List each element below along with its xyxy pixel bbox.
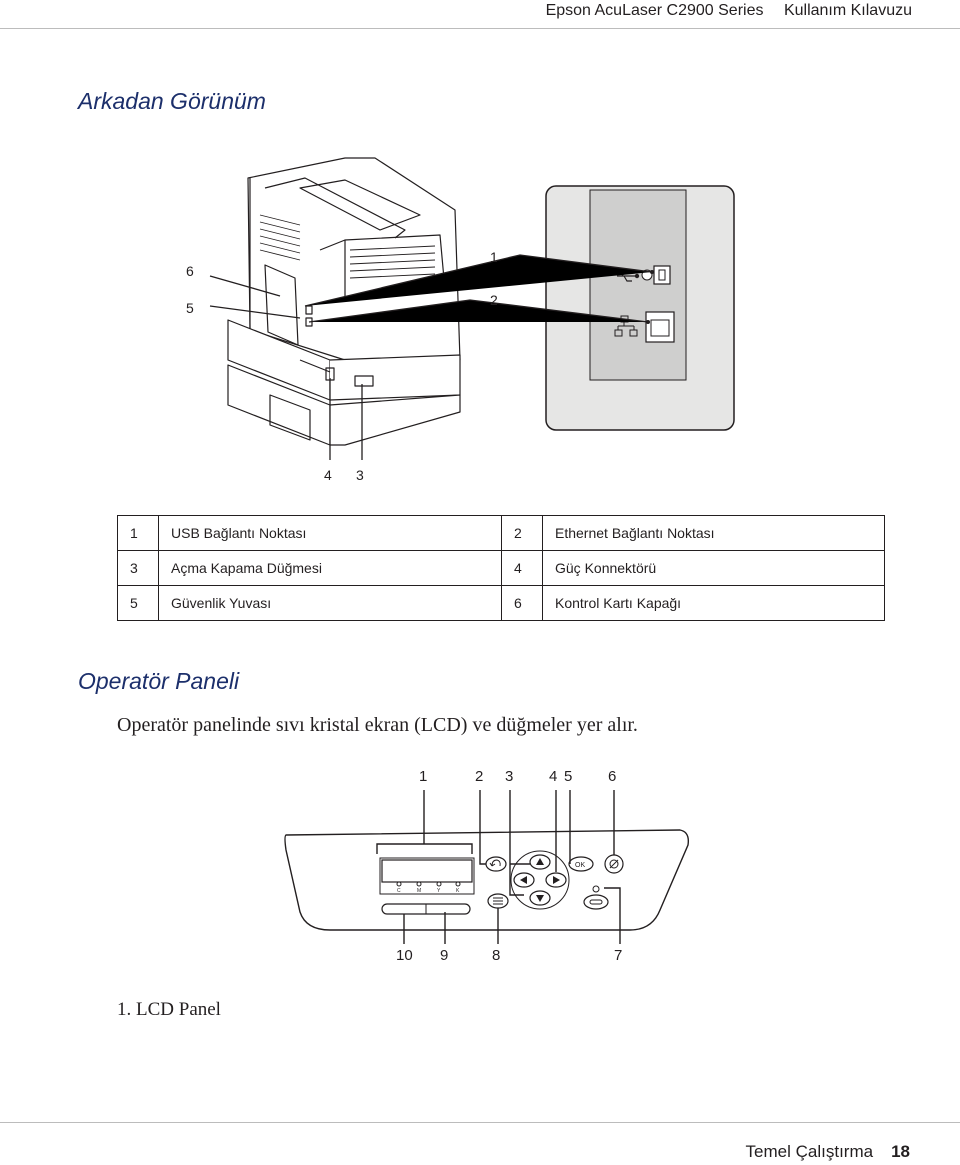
wakeup-icon — [589, 899, 603, 905]
callout-6: 6 — [186, 263, 194, 279]
toner-c-label: C — [397, 888, 401, 894]
rear-view-figure: 1 2 6 5 4 3 — [186, 157, 735, 483]
table-row: 5 Güvenlik Yuvası 6 Kontrol Kartı Kapağı — [117, 585, 885, 621]
legend-number: 1 — [117, 515, 159, 551]
panel-callout-6: 6 — [608, 768, 616, 785]
callout-4: 4 — [324, 467, 332, 483]
footer-section: Temel Çalıştırma — [745, 1142, 874, 1161]
callout-2: 2 — [490, 292, 498, 308]
wakeup-button — [583, 894, 609, 910]
legend-label: USB Bağlantı Noktası — [158, 515, 502, 551]
legend-label: Kontrol Kartı Kapağı — [542, 585, 885, 621]
legend-label: Açma Kapama Düğmesi — [158, 550, 502, 586]
back-icon — [489, 859, 501, 867]
printer-body — [247, 157, 461, 361]
dpad-ring — [510, 850, 570, 910]
panel-intro-text: Operatör panelinde sıvı kristal ekran (L… — [117, 714, 638, 736]
rear-view-legend-table: 1 USB Bağlantı Noktası 2 Ethernet Bağlan… — [117, 515, 885, 621]
port-detail-inset — [545, 185, 735, 431]
ok-button — [568, 856, 594, 872]
table-row: 1 USB Bağlantı Noktası 2 Ethernet Bağlan… — [117, 515, 885, 551]
callout-3: 3 — [356, 467, 364, 483]
panel-callout-2: 2 — [475, 768, 483, 785]
header-divider — [0, 28, 960, 29]
running-footer: Temel Çalıştırma 18 — [746, 1142, 910, 1162]
footer-divider — [0, 1122, 960, 1123]
menu-icon — [493, 897, 503, 905]
panel-callout-8: 8 — [492, 947, 500, 964]
panel-callout-4: 4 — [549, 768, 557, 785]
control-card-cover — [264, 264, 299, 346]
toner-y-label: Y — [437, 888, 441, 894]
table-row: 3 Açma Kapama Düğmesi 4 Güç Konnektörü — [117, 550, 885, 586]
legend-label: Ethernet Bağlantı Noktası — [542, 515, 885, 551]
header-guide: Kullanım Kılavuzu — [783, 2, 912, 19]
panel-callout-5: 5 — [564, 768, 572, 785]
header-product: Epson AcuLaser C2900 Series — [545, 2, 764, 19]
ok-label: OK — [575, 862, 585, 869]
up-arrow-icon — [536, 858, 544, 865]
panel-callout-7: 7 — [614, 947, 622, 964]
toner-k-label: K — [456, 888, 460, 894]
panel-callout-3: 3 — [505, 768, 513, 785]
list-item: 1. LCD Panel — [117, 999, 221, 1020]
legend-label: Güç Konnektörü — [542, 550, 885, 586]
callout-1: 1 — [490, 249, 498, 265]
legend-number: 2 — [501, 515, 543, 551]
legend-number: 4 — [501, 550, 543, 586]
toner-m-label: M — [417, 888, 421, 894]
panel-callout-1: 1 — [419, 768, 427, 785]
back-button — [485, 856, 507, 872]
down-arrow-icon — [536, 895, 544, 902]
legend-number: 3 — [117, 550, 159, 586]
operator-panel-figure: C M Y K OK — [284, 768, 690, 964]
panel-outline — [284, 829, 690, 931]
callout-5: 5 — [186, 300, 194, 316]
lcd-display — [381, 859, 473, 883]
section-title-rear-view: Arkadan Görünüm — [78, 88, 266, 114]
legend-number: 6 — [501, 585, 543, 621]
panel-callout-9: 9 — [440, 947, 448, 964]
section-title-operator-panel: Operatör Paneli — [78, 668, 240, 694]
right-arrow-icon — [553, 876, 560, 884]
running-header: Epson AcuLaser C2900 Series Kullanım Kıl… — [530, 0, 912, 26]
legend-number: 5 — [117, 585, 159, 621]
left-arrow-icon — [520, 876, 527, 884]
panel-callout-10: 10 — [396, 947, 413, 964]
legend-label: Güvenlik Yuvası — [158, 585, 502, 621]
page-number: 18 — [891, 1142, 910, 1161]
